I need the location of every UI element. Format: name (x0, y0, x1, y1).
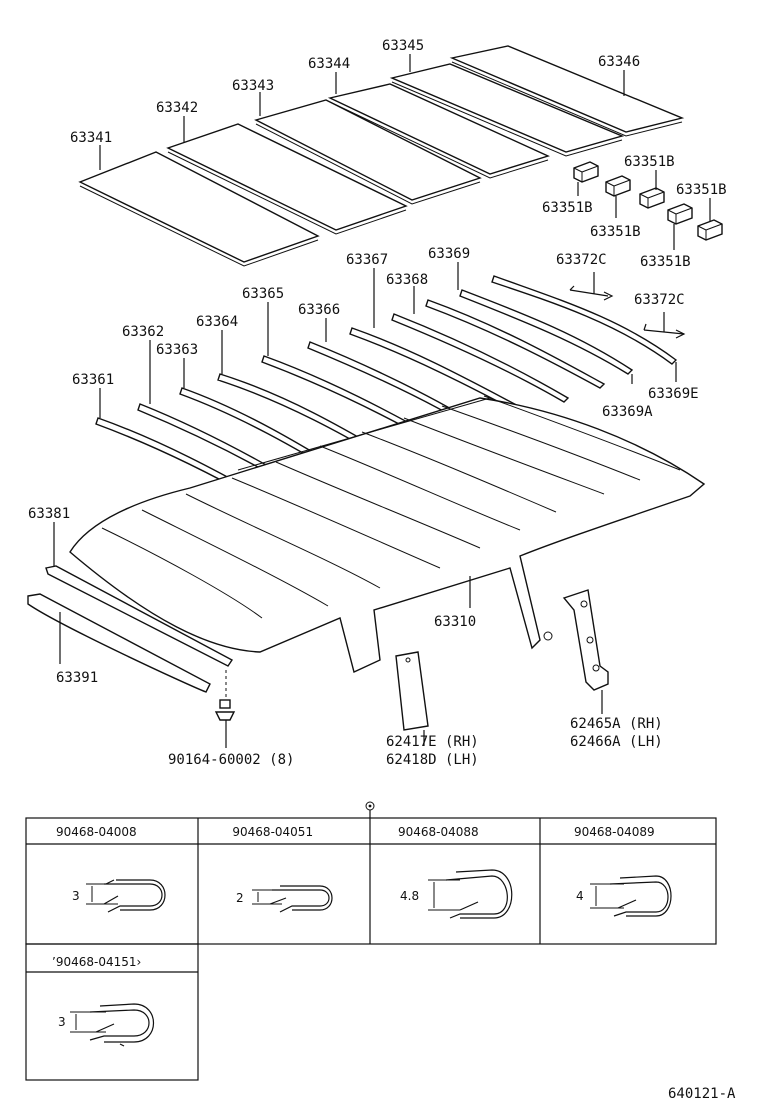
bracket-62465A (562, 589, 609, 714)
clip-drawing-2: 2 (236, 885, 333, 913)
rail-63391 (27, 593, 211, 693)
label-63346: 63346 (598, 54, 640, 70)
pad-63346 (449, 45, 685, 137)
clip-drawing-4: 4 (576, 875, 672, 917)
part-labels: 63341 63342 63343 63344 63345 63346 6335… (28, 38, 727, 768)
pad-63341 (78, 151, 320, 267)
block-3 (639, 187, 665, 209)
clip-header-5: ’90468-04151› (52, 955, 141, 969)
label-63351B-5: 63351B (676, 182, 727, 198)
clip-drawing-1: 3 (72, 879, 166, 913)
bow-63369A (459, 289, 634, 375)
label-63369: 63369 (428, 246, 470, 262)
headliner-63310 (69, 395, 706, 673)
svg-text:4.8: 4.8 (400, 889, 419, 903)
bow-63369 (425, 299, 606, 389)
block-5 (697, 219, 723, 241)
bow-63369E (491, 275, 678, 365)
label-62466A: 62466A (LH) (570, 734, 663, 750)
label-63341: 63341 (70, 130, 112, 146)
label-63345: 63345 (382, 38, 424, 54)
rail-63381 (45, 565, 234, 667)
pad-63344 (327, 83, 550, 179)
label-63365: 63365 (242, 286, 284, 302)
pillar-62417E (395, 651, 429, 746)
side-rails (27, 522, 234, 700)
clip-header-3: 90468-04088 (398, 825, 479, 839)
pad-leaders (99, 54, 625, 170)
figure-code: 640121-A (668, 1086, 736, 1102)
label-63391: 63391 (56, 670, 98, 686)
clip-drawing-3: 4.8 (400, 869, 513, 919)
label-62418D: 62418D (LH) (386, 752, 479, 768)
roof-bows (95, 275, 678, 509)
label-63372C-2: 63372C (634, 292, 685, 308)
label-63372C-1: 63372C (556, 252, 607, 268)
roof-pads (78, 45, 685, 267)
blocks-63351B (573, 161, 723, 241)
label-63344: 63344 (308, 56, 350, 72)
block-2 (605, 175, 631, 197)
clips-63372C (569, 272, 686, 339)
clip-header-1: 90468-04008 (56, 825, 137, 839)
block-1 (573, 161, 599, 183)
label-63310: 63310 (434, 614, 476, 630)
clip-header-2: 90468-04051 (230, 825, 313, 839)
label-63351B-4: 63351B (640, 254, 691, 270)
label-63363: 63363 (156, 342, 198, 358)
label-63367: 63367 (346, 252, 388, 268)
label-63343: 63343 (232, 78, 274, 94)
block-4 (667, 203, 693, 225)
label-63368: 63368 (386, 272, 428, 288)
clip-drawing-5: 3 (58, 1003, 155, 1047)
label-90164: 90164-60002 (8) (168, 752, 294, 768)
clip-header-4: 90468-04089 (574, 825, 655, 839)
screw-90164 (214, 699, 236, 748)
svg-text:3: 3 (72, 889, 80, 903)
label-63366: 63366 (298, 302, 340, 318)
label-63369E: 63369E (648, 386, 699, 402)
svg-text:4: 4 (576, 889, 584, 903)
label-62417E: 62417E (RH) (386, 734, 479, 750)
label-63351B-3: 63351B (624, 154, 675, 170)
label-63364: 63364 (196, 314, 238, 330)
label-62465A: 62465A (RH) (570, 716, 663, 732)
label-63351B-2: 63351B (590, 224, 641, 240)
label-63369A: 63369A (602, 404, 653, 420)
label-63361: 63361 (72, 372, 114, 388)
block-leaders (577, 170, 711, 250)
label-63381: 63381 (28, 506, 70, 522)
pad-63342 (166, 123, 408, 235)
pad-63345 (389, 63, 625, 157)
svg-text:3: 3 (58, 1015, 66, 1029)
label-63351B-1: 63351B (542, 200, 593, 216)
pad-63343 (254, 99, 482, 205)
label-63362: 63362 (122, 324, 164, 340)
bow-leaders (99, 262, 677, 418)
svg-text:2: 2 (236, 891, 244, 905)
clip-table: 90468-04008 90468-04051 90468-04088 9046… (25, 801, 717, 1081)
bow-63368 (391, 313, 570, 403)
label-63342: 63342 (156, 100, 198, 116)
